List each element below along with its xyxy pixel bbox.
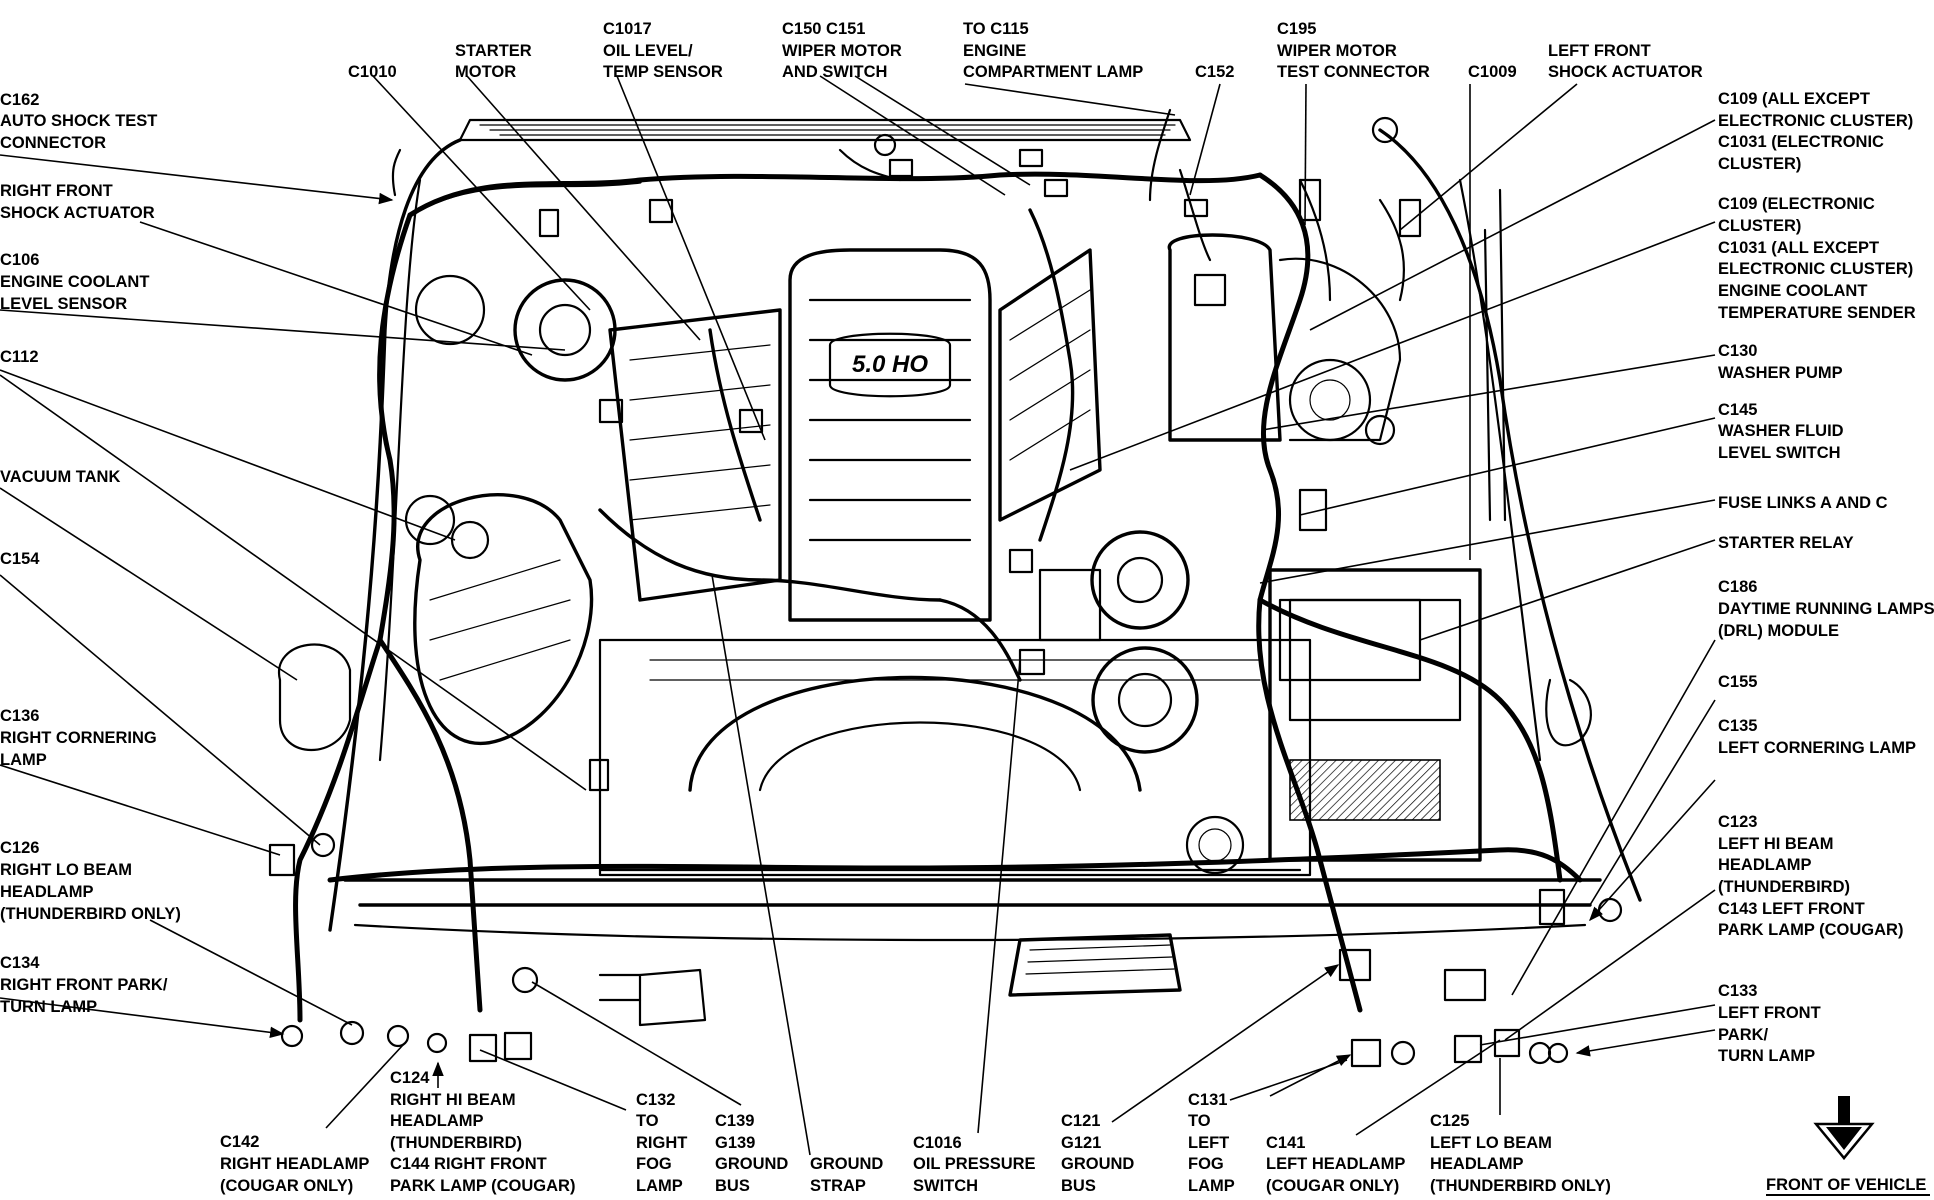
label-c142: C142 RIGHT HEADLAMP (COUGAR ONLY) xyxy=(220,1133,374,1195)
engine-illustration: 5.0 HO xyxy=(268,108,1642,1068)
label-c135: C135 LEFT CORNERING LAMP xyxy=(1718,717,1916,757)
label-fuse-links: FUSE LINKS A AND C xyxy=(1718,494,1888,512)
label-c155: C155 xyxy=(1718,673,1757,691)
label-c152: C152 xyxy=(1195,63,1234,81)
label-starter-relay: STARTER RELAY xyxy=(1718,534,1854,552)
leader-lines xyxy=(0,75,1716,1156)
label-left-front-shock-actuator: LEFT FRONT SHOCK ACTUATOR xyxy=(1548,42,1703,81)
label-c162: C162 AUTO SHOCK TEST CONNECTOR xyxy=(0,91,162,152)
label-c154: C154 xyxy=(0,550,40,568)
label-c109-c1031-a: C109 (ALL EXCEPT ELECTRONIC CLUSTER) C10… xyxy=(1718,90,1918,173)
label-starter-motor: STARTER MOTOR xyxy=(455,42,536,81)
label-c109-c1031-b: C109 (ELECTRONIC CLUSTER) C1031 (ALL EXC… xyxy=(1718,195,1918,322)
label-c106: C106 ENGINE COOLANT LEVEL SENSOR xyxy=(0,251,154,313)
label-front-of-vehicle: FRONT OF VEHICLE xyxy=(1766,1176,1926,1194)
label-c112: C112 xyxy=(0,348,39,366)
label-c141: C141 LEFT HEADLAMP (COUGAR ONLY) xyxy=(1266,1134,1410,1195)
engine-badge: 5.0 HO xyxy=(852,351,928,378)
label-c195: C195 WIPER MOTOR TEST CONNECTOR xyxy=(1277,20,1430,81)
label-c1010: C1010 xyxy=(348,63,397,81)
callout-labels: C162 AUTO SHOCK TEST CONNECTOR RIGHT FRO… xyxy=(0,20,1934,1196)
label-c126: C126 RIGHT LO BEAM HEADLAMP (THUNDERBIRD… xyxy=(0,839,181,923)
label-c1009: C1009 xyxy=(1468,63,1517,81)
label-to-c115: TO C115 ENGINE COMPARTMENT LAMP xyxy=(963,20,1143,81)
label-c125: C125 LEFT LO BEAM HEADLAMP (THUNDERBIRD … xyxy=(1430,1112,1611,1195)
label-c145: C145 WASHER FLUID LEVEL SWITCH xyxy=(1718,401,1848,462)
label-c131: C131 TO LEFT FOG LAMP xyxy=(1188,1091,1235,1195)
label-c132: C132 TO RIGHT FOG LAMP xyxy=(636,1091,692,1195)
label-vacuum-tank: VACUUM TANK xyxy=(0,468,120,486)
label-c123-c143: C123 LEFT HI BEAM HEADLAMP (THUNDERBIRD)… xyxy=(1718,813,1903,939)
label-c139-g139: C139 G139 GROUND BUS xyxy=(715,1112,793,1195)
label-c150-c151: C150 C151 WIPER MOTOR AND SWITCH xyxy=(782,20,906,81)
label-c133: C133 LEFT FRONT PARK/ TURN LAMP xyxy=(1718,982,1825,1065)
label-c130: C130 WASHER PUMP xyxy=(1718,342,1843,382)
label-c121-g121: C121 G121 GROUND BUS xyxy=(1061,1112,1139,1195)
label-right-front-shock-actuator: RIGHT FRONT SHOCK ACTUATOR xyxy=(0,182,155,222)
label-c134: C134 RIGHT FRONT PARK/ TURN LAMP xyxy=(0,954,172,1016)
front-of-vehicle-indicator: FRONT OF VEHICLE xyxy=(1766,1096,1930,1196)
label-c1016: C1016 OIL PRESSURE SWITCH xyxy=(913,1134,1040,1195)
label-ground-strap: GROUND STRAP xyxy=(810,1155,888,1195)
label-c186: C186 DAYTIME RUNNING LAMPS (DRL) MODULE xyxy=(1718,578,1934,640)
label-c1017: C1017 OIL LEVEL/ TEMP SENSOR xyxy=(603,20,723,81)
label-c136: C136 RIGHT CORNERING LAMP xyxy=(0,707,161,769)
label-c124-c144: C124 RIGHT HI BEAM HEADLAMP (THUNDERBIRD… xyxy=(390,1069,575,1195)
